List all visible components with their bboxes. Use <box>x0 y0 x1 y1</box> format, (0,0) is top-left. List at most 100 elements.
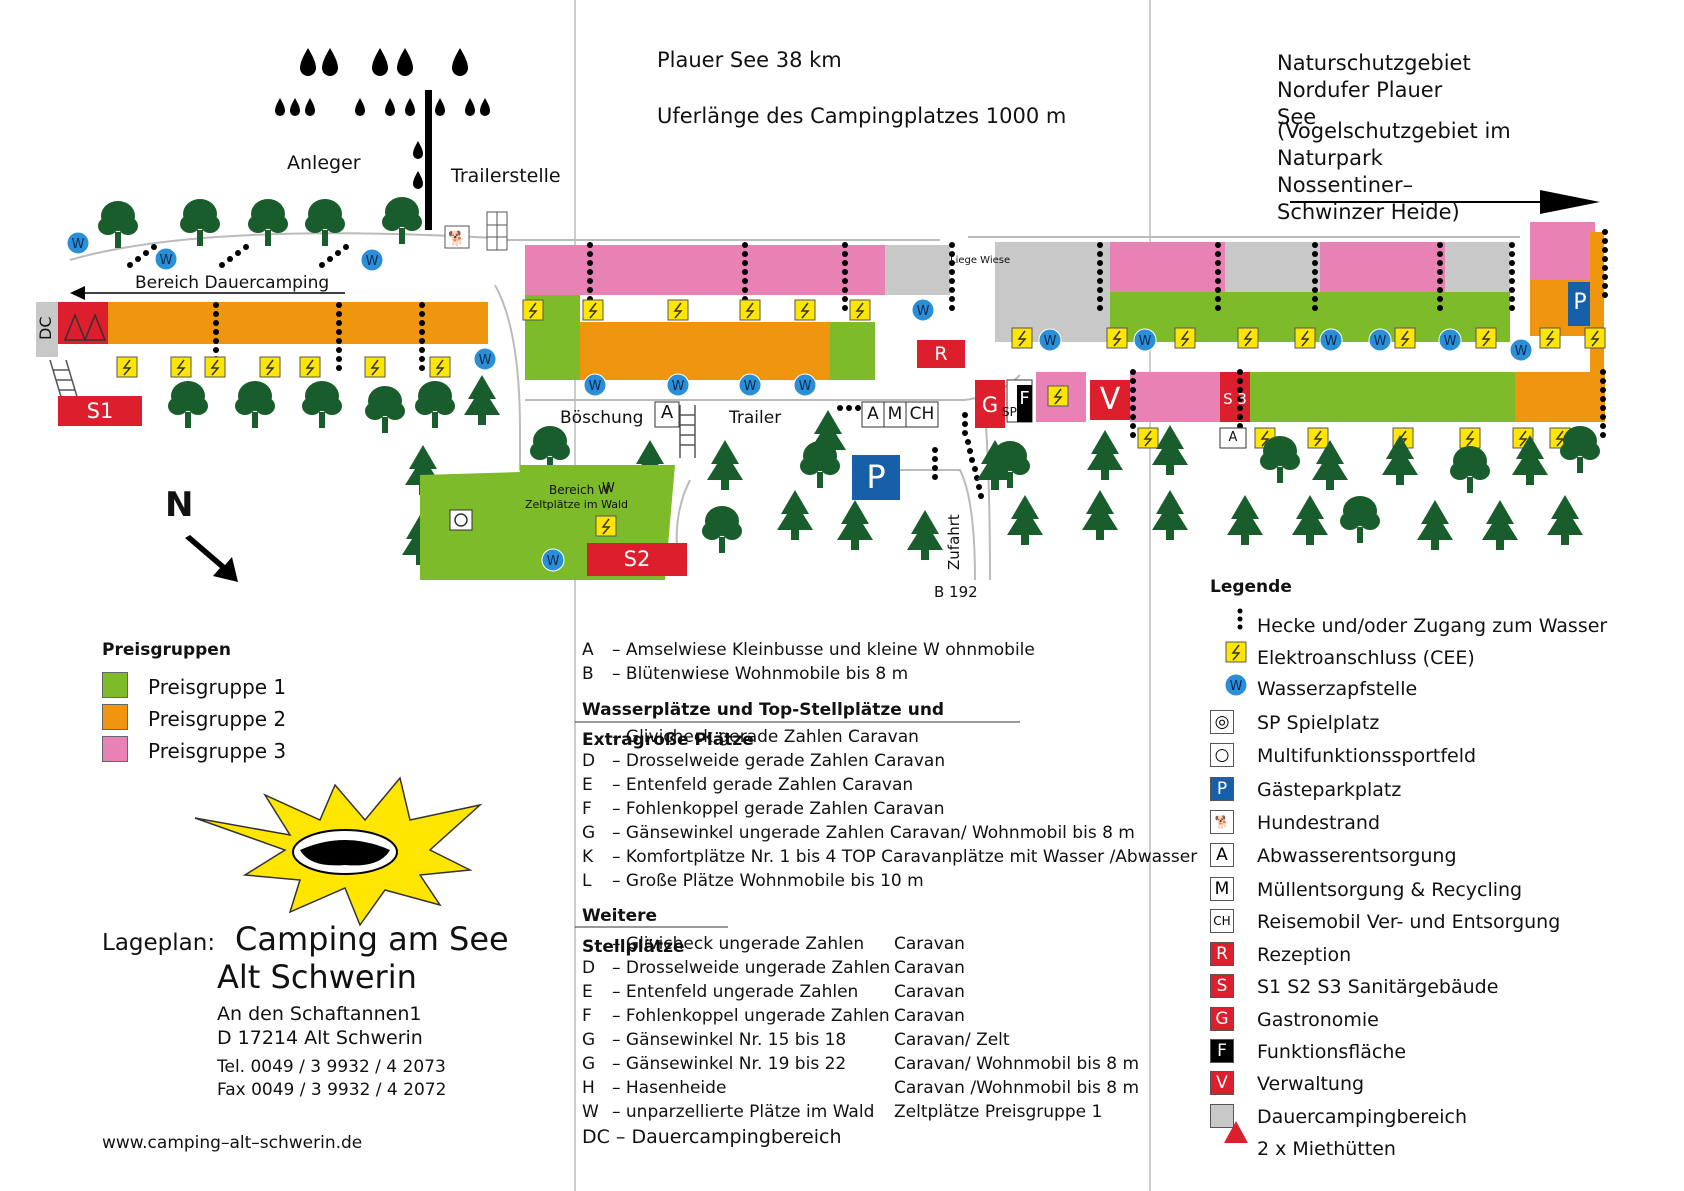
r-icon: R <box>1210 942 1234 966</box>
item-text: – Fohlenkoppel ungerade Zahlen <box>612 1006 890 1026</box>
v-icon: V <box>1210 1071 1234 1095</box>
legend-item: SP Spielplatz <box>1257 712 1380 734</box>
tel: Tel. 0049 / 3 9932 / 4 2073 <box>217 1057 446 1077</box>
box-a-3: A <box>1228 430 1238 445</box>
item-key: W <box>582 1102 599 1122</box>
lake-distance: Plauer See 38 km <box>657 48 842 72</box>
function-f: F <box>1019 388 1030 409</box>
wasserplatz-item: K– Komfortplätze Nr. 1 bis 4 TOP Caravan… <box>582 847 1197 867</box>
item-category: Caravan <box>894 958 965 978</box>
pg1-label: Preisgruppe 1 <box>148 675 287 699</box>
pg3-swatch <box>102 736 128 762</box>
reserve-line: Naturpark <box>1277 146 1383 170</box>
legend-item: Multifunktionssportfeld <box>1257 745 1477 767</box>
legend-item: Rezeption <box>1257 944 1352 966</box>
label-b192: B 192 <box>934 583 978 601</box>
item-text: – Gänsewinkel ungerade Zahlen Caravan/ W… <box>612 823 1135 843</box>
fax: Fax 0049 / 3 9932 / 4 2072 <box>217 1080 447 1100</box>
s1-label: S1 <box>86 399 114 423</box>
s1-building: S1 <box>58 396 142 426</box>
legend-item: Hecke und/oder Zugang zum Wasser <box>1257 615 1608 637</box>
a-icon: A <box>1210 843 1234 867</box>
lageplan-prefix: Lageplan: <box>102 930 216 956</box>
box-a-2: A <box>867 404 879 424</box>
legend-item: Hundestrand <box>1257 812 1381 834</box>
north-arrow <box>185 535 238 582</box>
legend-item: Müllentsorgung & Recycling <box>1257 879 1523 901</box>
area-text: – Blütenwiese Wohnmobile bis 8 m <box>612 664 909 684</box>
label-trailerstelle: Trailerstelle <box>451 165 561 187</box>
reserve-line: Schwinzer Heide) <box>1277 200 1460 224</box>
label-w-field: W <box>602 481 615 496</box>
item-category: Caravan/ Zelt <box>894 1030 1010 1050</box>
label-north: N <box>165 485 194 525</box>
item-category: Zeltplätze Preisgruppe 1 <box>894 1102 1103 1122</box>
wasserplatz-item: D– Drosselweide gerade Zahlen Caravan <box>582 751 945 771</box>
g-icon: G <box>1210 1007 1234 1031</box>
legend-item: S1 S2 S3 Sanitärgebäude <box>1257 976 1499 998</box>
parking-p: P <box>866 458 886 496</box>
label-boeschung: Böschung <box>560 408 644 428</box>
wasserplatz-item: F – Fohlenkoppel gerade Zahlen Caravan <box>582 799 944 819</box>
sportsfield-icon: ○ <box>1210 743 1234 767</box>
liege-wiese-text: Liege Wiese <box>950 255 1011 266</box>
area-a: A – Amselwiese Kleinbusse und kleine W oh… <box>582 640 1035 660</box>
svg-text:🐕: 🐕 <box>448 230 465 247</box>
reserve-line: Naturschutzgebiet <box>1277 51 1471 75</box>
campsite-name-1: Camping am See <box>235 920 509 958</box>
shore-length: Uferlänge des Campingplatzes 1000 m <box>657 104 1067 128</box>
item-category: Caravan <box>894 982 965 1002</box>
area-text: – Amselwiese Kleinbusse und kleine W ohn… <box>612 640 1035 660</box>
item-key: G <box>582 1030 596 1050</box>
reserve-line: Nordufer Plauer <box>1277 78 1443 102</box>
item-key: G <box>582 823 596 843</box>
website-link[interactable]: www.camping–alt–schwerin.de <box>102 1133 363 1153</box>
playground-icon: ◎ <box>1210 710 1234 734</box>
pg2-swatch <box>102 704 128 730</box>
legend-item: Funktionsfläche <box>1257 1041 1407 1063</box>
box-a: A <box>660 402 674 423</box>
legend-item: Wasserzapfstelle <box>1257 678 1418 700</box>
item-text: – Fohlenkoppel gerade Zahlen Caravan <box>612 799 945 819</box>
area-key: A <box>582 640 594 660</box>
weitere-header: Weitere <box>582 906 658 926</box>
label-zeltplaetze: Zeltplätze im Wald <box>525 498 629 511</box>
s2-building: S2 <box>587 543 687 576</box>
item-text: – Entenfeld ungerade Zahlen <box>612 982 859 1002</box>
pg2-label: Preisgruppe 2 <box>148 707 287 731</box>
wasserplatz-item: G – Gänsewinkel ungerade Zahlen Caravan/ … <box>582 823 1135 843</box>
pg3-label: Preisgruppe 3 <box>148 739 287 763</box>
dc-line: DC – Dauercampingbereich <box>582 1126 842 1148</box>
address-2: D 17214 Alt Schwerin <box>217 1027 423 1049</box>
dauer-icon <box>1210 1104 1234 1128</box>
reserve-line: (Vogelschutzgebiet im <box>1277 119 1511 143</box>
weitere-overlap-text: – Glivicheck ungerade Zahlen <box>612 934 865 954</box>
area-b: B– Blütenwiese Wohnmobile bis 8 m <box>582 664 908 684</box>
item-category: Caravan/ Wohnmobil bis 8 m <box>894 1054 1139 1074</box>
reception-r: R <box>934 343 948 365</box>
label-dc: DC <box>36 316 55 341</box>
item-key: D <box>582 958 596 978</box>
ch-icon: CH <box>1210 909 1234 933</box>
item-key: F <box>582 799 592 819</box>
item-text: – Gänsewinkel Nr. 19 bis 22 <box>612 1054 847 1074</box>
wasserplatz-item: L– Große Plätze Wohnmobile bis 10 m <box>582 871 924 891</box>
label-bereich-w: Bereich W <box>549 483 610 497</box>
label-anleger: Anleger <box>287 152 361 174</box>
item-text: – Drosselweide ungerade Zahlen <box>612 958 891 978</box>
item-category: Caravan /Wohnmobil bis 8 m <box>894 1078 1139 1098</box>
s-icon: S <box>1210 974 1234 998</box>
wasserplatz-item: E– Entenfeld gerade Zahlen Caravan <box>582 775 913 795</box>
item-key: D <box>582 751 596 771</box>
legend-item: Gästeparkplatz <box>1257 779 1402 801</box>
wasserplaetze-header-2: Extragroße Plätze <box>582 730 754 750</box>
parking-p-right: P <box>1573 290 1587 315</box>
item-category: Caravan <box>894 1006 965 1026</box>
m-icon: M <box>1210 877 1234 901</box>
